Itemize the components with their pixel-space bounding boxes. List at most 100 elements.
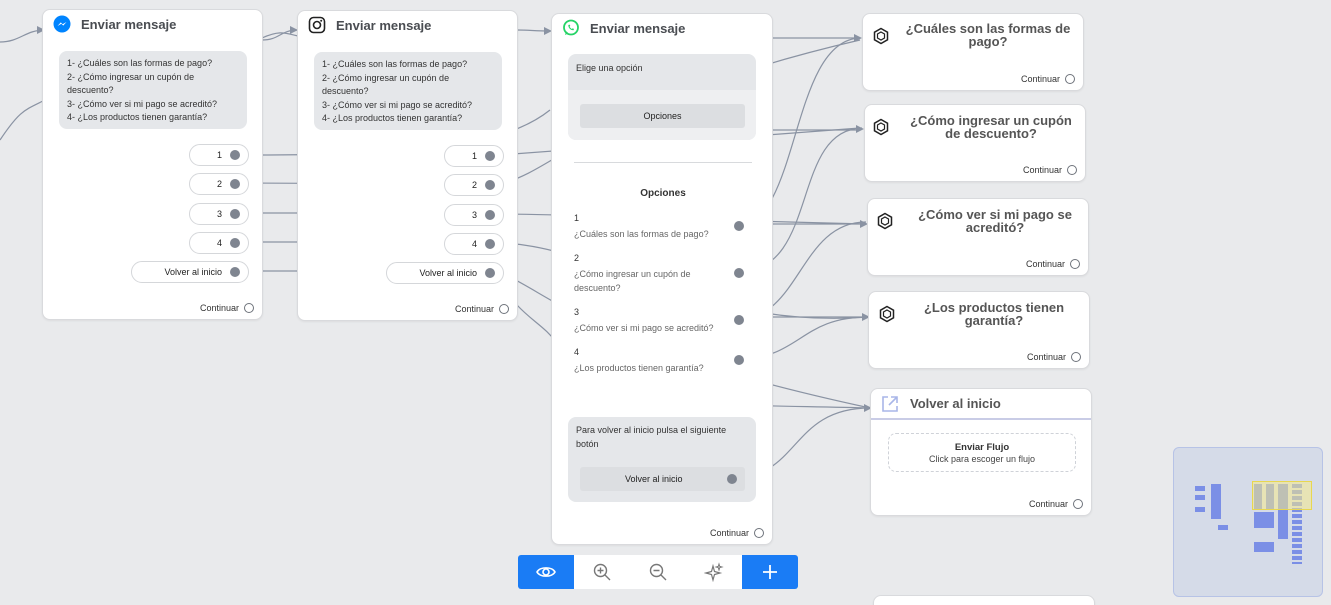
minimap-node	[1254, 512, 1274, 528]
minimap-node	[1292, 484, 1302, 564]
continue-connector[interactable]: Continuar	[710, 528, 764, 538]
back-to-start-button[interactable]: Volver al inicio	[386, 262, 504, 284]
divider	[574, 162, 752, 163]
zoom-out-button[interactable]	[630, 555, 686, 589]
continue-connector[interactable]: Continuar	[200, 303, 254, 313]
back-prompt-text: Para volver al inicio pulsa el siguiente…	[576, 425, 727, 449]
node-header[interactable]: Enviar mensaje	[43, 10, 262, 38]
option-button-2[interactable]: 2	[444, 174, 504, 196]
option-button-4[interactable]: 4	[444, 233, 504, 255]
minimap-node	[1211, 484, 1221, 519]
connector-dot[interactable]	[485, 151, 495, 161]
connector-dot[interactable]	[485, 210, 495, 220]
connector-dot[interactable]	[485, 180, 495, 190]
external-link-icon	[882, 395, 898, 412]
minimap-node	[1278, 484, 1288, 539]
message-bubble: 1- ¿Cuáles son las formas de pago? 2- ¿C…	[314, 52, 502, 130]
node-title: ¿Cómo ver si mi pago se acreditó?	[918, 207, 1072, 235]
zoom-out-icon	[649, 563, 667, 581]
connector-dot[interactable]	[734, 268, 744, 278]
connector-dot[interactable]	[230, 209, 240, 219]
option-button-3[interactable]: 3	[189, 203, 249, 225]
node-header[interactable]: Enviar mensaje	[552, 14, 772, 42]
connector-dot[interactable]	[485, 268, 495, 278]
minimap-node	[1195, 486, 1205, 491]
continue-handle[interactable]	[1065, 74, 1075, 84]
minimap[interactable]	[1173, 447, 1323, 597]
choose-flow-subtitle: Click para escoger un flujo	[928, 454, 1036, 464]
back-to-start-button[interactable]: Volver al inicio	[131, 261, 249, 283]
connector-dot[interactable]	[230, 267, 240, 277]
choose-flow-box[interactable]: Enviar Flujo Click para escoger un flujo	[888, 433, 1076, 472]
whatsapp-icon	[563, 19, 579, 36]
connector-dot[interactable]	[230, 238, 240, 248]
node-title: Enviar mensaje	[590, 20, 686, 36]
list-option-2[interactable]: 2 ¿Cómo ingresar un cupón de descuento?	[574, 253, 691, 293]
canvas-toolbar	[518, 555, 798, 589]
prompt-text: Elige una opción	[576, 63, 643, 73]
continue-handle[interactable]	[1073, 499, 1083, 509]
minimap-node	[1218, 525, 1228, 530]
chatgpt-icon	[877, 212, 893, 230]
minimap-node	[1254, 542, 1274, 552]
continue-connector[interactable]: Continuar	[1023, 165, 1077, 175]
minimap-node	[1195, 495, 1205, 500]
connector-dot[interactable]	[230, 150, 240, 160]
node-title: Volver al inicio	[910, 396, 1001, 411]
node-header[interactable]: Volver al inicio	[871, 389, 1091, 420]
node-header[interactable]: Enviar mensaje	[298, 11, 517, 39]
options-button[interactable]: Opciones	[580, 104, 745, 128]
target-node-coupon[interactable]: ¿Cómo ingresar un cupón de descuento? Co…	[864, 104, 1086, 182]
continue-handle[interactable]	[754, 528, 764, 538]
back-to-start-button[interactable]: Volver al inicio	[580, 467, 745, 491]
options-header: Opciones	[640, 188, 686, 199]
list-option-4[interactable]: 4 ¿Los productos tienen garantía?	[574, 347, 704, 373]
eye-icon	[536, 567, 556, 577]
connector-dot[interactable]	[734, 221, 744, 231]
continue-handle[interactable]	[244, 303, 254, 313]
back-message-card: Para volver al inicio pulsa el siguiente…	[568, 417, 756, 502]
messenger-send-message-node[interactable]: Enviar mensaje 1- ¿Cuáles son las formas…	[42, 9, 263, 320]
send-flow-node[interactable]: Volver al inicio Enviar Flujo Click para…	[870, 388, 1092, 516]
whatsapp-send-message-node[interactable]: Enviar mensaje Elige una opción Opciones…	[551, 13, 773, 545]
list-option-3[interactable]: 3 ¿Cómo ver si mi pago se acreditó?	[574, 307, 714, 333]
option-button-1[interactable]: 1	[444, 145, 504, 167]
option-button-1[interactable]: 1	[189, 144, 249, 166]
messenger-icon	[53, 15, 71, 33]
instagram-icon	[308, 16, 326, 34]
plus-icon	[763, 565, 777, 579]
target-node-warranty[interactable]: ¿Los productos tienen garantía? Continua…	[868, 291, 1090, 369]
auto-layout-button[interactable]	[686, 555, 742, 589]
continue-handle[interactable]	[1071, 352, 1081, 362]
continue-connector[interactable]: Continuar	[1027, 352, 1081, 362]
instagram-send-message-node[interactable]: Enviar mensaje 1- ¿Cuáles son las formas…	[297, 10, 518, 321]
list-option-1[interactable]: 1 ¿Cuáles son las formas de pago?	[574, 213, 709, 239]
preview-button[interactable]	[518, 555, 574, 589]
connector-dot[interactable]	[734, 315, 744, 325]
continue-connector[interactable]: Continuar	[1026, 259, 1080, 269]
minimap-viewport[interactable]	[1252, 481, 1312, 510]
continue-handle[interactable]	[1070, 259, 1080, 269]
partial-node[interactable]	[873, 595, 1095, 605]
connector-dot[interactable]	[734, 355, 744, 365]
continue-connector[interactable]: Continuar	[455, 304, 509, 314]
node-title: Enviar mensaje	[336, 17, 432, 33]
chatgpt-icon	[873, 118, 889, 136]
add-node-button[interactable]	[742, 555, 798, 589]
continue-handle[interactable]	[499, 304, 509, 314]
connector-dot[interactable]	[485, 239, 495, 249]
continue-connector[interactable]: Continuar	[1021, 74, 1075, 84]
zoom-in-button[interactable]	[574, 555, 630, 589]
option-button-4[interactable]: 4	[189, 232, 249, 254]
chatgpt-icon	[873, 27, 889, 45]
continue-connector[interactable]: Continuar	[1029, 499, 1083, 509]
target-node-payment-methods[interactable]: ¿Cuáles son las formas de pago? Continua…	[862, 13, 1084, 91]
target-node-payment-status[interactable]: ¿Cómo ver si mi pago se acreditó? Contin…	[867, 198, 1089, 276]
option-button-2[interactable]: 2	[189, 173, 249, 195]
continue-handle[interactable]	[1067, 165, 1077, 175]
sparkles-icon	[704, 562, 724, 582]
connector-dot[interactable]	[230, 179, 240, 189]
connector-dot[interactable]	[727, 474, 737, 484]
option-button-3[interactable]: 3	[444, 204, 504, 226]
chatgpt-icon	[879, 305, 895, 323]
